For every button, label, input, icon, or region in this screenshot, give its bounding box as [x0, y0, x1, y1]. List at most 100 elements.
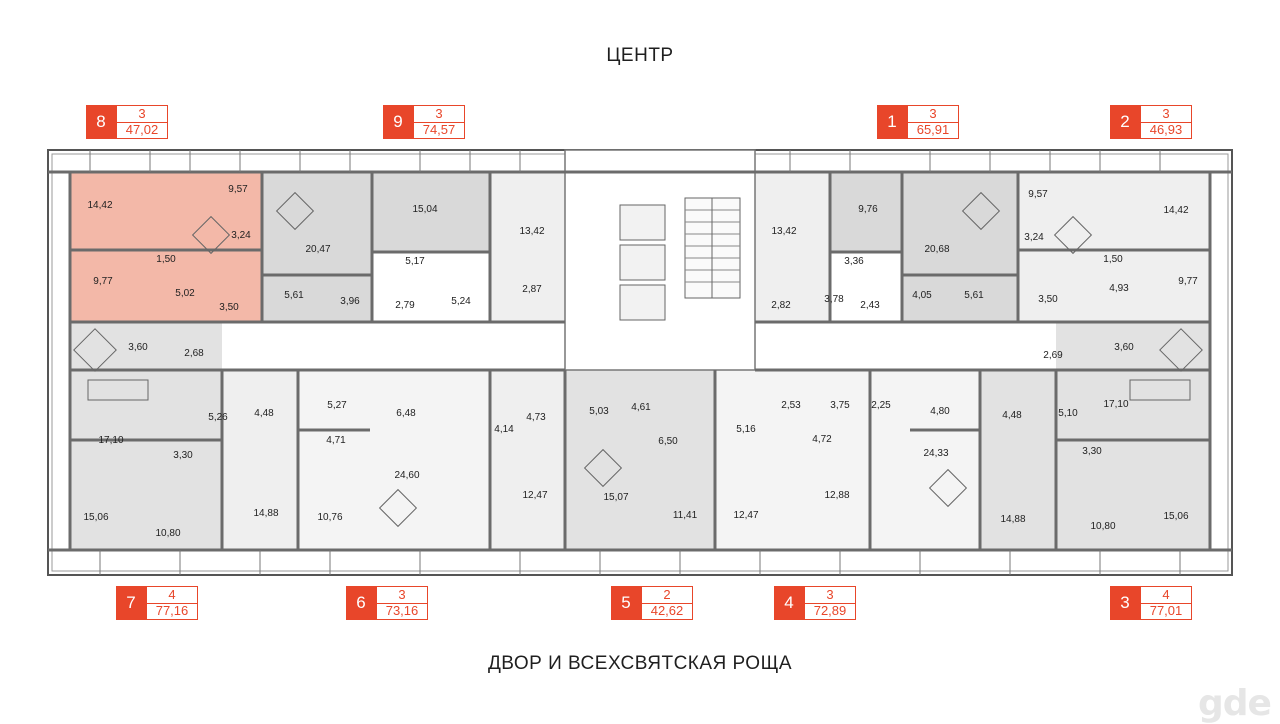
room-area-label: 3,75 — [830, 400, 850, 411]
room-area-label: 3,30 — [1082, 446, 1102, 457]
room-area-label: 2,68 — [184, 348, 204, 359]
apartment-badge-7[interactable]: 7 4 77,16 — [116, 586, 198, 620]
room-area-label: 2,69 — [1043, 350, 1063, 361]
room-area-label: 4,48 — [254, 408, 274, 419]
room-area-label: 5,26 — [208, 412, 228, 423]
apartment-info: 4 77,16 — [146, 586, 198, 620]
room-area-label: 9,77 — [93, 276, 113, 287]
room-area-label: 4,14 — [494, 424, 514, 435]
room-area-label: 2,82 — [771, 300, 791, 311]
room-area-label: 12,47 — [733, 510, 758, 521]
apartment-area: 65,91 — [916, 122, 950, 137]
room-area-label: 24,60 — [394, 470, 419, 481]
apartment-rooms: 2 — [663, 587, 671, 602]
room-area-label: 2,43 — [860, 300, 880, 311]
apartment-badge-6[interactable]: 6 3 73,16 — [346, 586, 428, 620]
room-area-label: 9,57 — [228, 184, 248, 195]
apartment-rooms: 4 — [168, 587, 176, 602]
apartment-area: 77,16 — [155, 603, 189, 618]
furniture — [73, 191, 1203, 528]
room-area-label: 1,50 — [1103, 254, 1123, 265]
room-area-label: 15,06 — [83, 512, 108, 523]
interior-walls — [48, 170, 1232, 552]
bottom-caption: ДВОР И ВСЕХСВЯТСКАЯ РОЩА — [487, 653, 793, 674]
apartment-info: 4 77,01 — [1140, 586, 1192, 620]
apartment-badge-9[interactable]: 9 3 74,57 — [383, 105, 465, 139]
room-area-label: 2,25 — [871, 400, 891, 411]
top-caption: ЦЕНТР — [606, 45, 674, 66]
room-area-label: 1,50 — [156, 254, 176, 265]
room-area-label: 5,10 — [1058, 408, 1078, 419]
apartment-badge-4[interactable]: 4 3 72,89 — [774, 586, 856, 620]
room-area-label: 14,88 — [1000, 514, 1025, 525]
apartment-number: 1 — [877, 105, 907, 139]
room-area-label: 4,73 — [526, 412, 546, 423]
room-area-label: 9,76 — [858, 204, 878, 215]
room-area-label: 3,78 — [824, 294, 844, 305]
room-area-label: 3,50 — [1038, 294, 1058, 305]
apartment-number: 9 — [383, 105, 413, 139]
apartment-info: 3 73,16 — [376, 586, 428, 620]
apartment-badge-3[interactable]: 3 4 77,01 — [1110, 586, 1192, 620]
apartment-area: 73,16 — [385, 603, 419, 618]
room-area-label: 15,04 — [412, 204, 437, 215]
apartment-area: 77,01 — [1149, 603, 1183, 618]
room-area-label: 3,24 — [1024, 232, 1044, 243]
room-area-label: 14,42 — [87, 200, 112, 211]
room-area-label: 13,42 — [771, 226, 796, 237]
room-area-label: 4,93 — [1109, 283, 1129, 294]
room-area-label: 2,79 — [395, 300, 415, 311]
room-labels: 14,429,573,241,509,775,023,5020,4715,041… — [83, 184, 1198, 539]
room-area-label: 5,61 — [964, 290, 984, 301]
room-area-label: 10,80 — [1090, 521, 1115, 532]
room-area-label: 6,48 — [396, 408, 416, 419]
apartment-badge-5[interactable]: 5 2 42,62 — [611, 586, 693, 620]
room-area-label: 12,88 — [824, 490, 849, 501]
apartment-info: 2 42,62 — [641, 586, 693, 620]
room-area-label: 11,41 — [673, 510, 698, 521]
apartment-number: 2 — [1110, 105, 1140, 139]
room-area-label: 15,07 — [603, 492, 628, 503]
room-area-label: 5,27 — [327, 400, 347, 411]
apartment-area: 42,62 — [650, 603, 684, 618]
room-area-label: 9,57 — [1028, 189, 1048, 200]
top-apartments — [70, 172, 1210, 322]
room-area-label: 20,47 — [305, 244, 330, 255]
apartment-area: 72,89 — [813, 603, 847, 618]
room-area-label: 14,88 — [253, 508, 278, 519]
building-core — [564, 149, 756, 371]
room-area-label: 3,36 — [844, 256, 864, 267]
room-area-label: 5,24 — [451, 296, 471, 307]
apartment-info: 3 74,57 — [413, 105, 465, 139]
apartment-rooms: 3 — [1162, 106, 1170, 121]
room-area-label: 9,77 — [1178, 276, 1198, 287]
gde-logo: gde — [1198, 683, 1272, 724]
apartment-number: 7 — [116, 586, 146, 620]
apartment-rooms: 3 — [138, 106, 146, 121]
room-area-label: 3,24 — [231, 230, 251, 241]
room-area-label: 24,33 — [923, 448, 948, 459]
room-area-label: 4,72 — [812, 434, 832, 445]
apartment-badge-2[interactable]: 2 3 46,93 — [1110, 105, 1192, 139]
apartment-number: 8 — [86, 105, 116, 139]
apartment-8-fill[interactable] — [70, 172, 262, 322]
apartment-info: 3 65,91 — [907, 105, 959, 139]
apartment-badge-1[interactable]: 1 3 65,91 — [877, 105, 959, 139]
apartment-number: 6 — [346, 586, 376, 620]
apartment-rooms: 3 — [929, 106, 937, 121]
apartment-area: 74,57 — [422, 122, 456, 137]
apartment-area: 47,02 — [125, 122, 159, 137]
apartment-rooms: 3 — [398, 587, 406, 602]
room-area-label: 4,71 — [326, 435, 346, 446]
room-area-label: 4,61 — [631, 402, 651, 413]
room-area-label: 13,42 — [519, 226, 544, 237]
room-area-label: 5,17 — [405, 256, 425, 267]
apartment-area: 46,93 — [1149, 122, 1183, 137]
apartment-number: 4 — [774, 586, 804, 620]
room-area-label: 3,30 — [173, 450, 193, 461]
apartment-rooms: 3 — [826, 587, 834, 602]
apartment-rooms: 3 — [435, 106, 443, 121]
apartment-number: 5 — [611, 586, 641, 620]
apartment-badge-8[interactable]: 8 3 47,02 — [86, 105, 168, 139]
apartment-rooms: 4 — [1162, 587, 1170, 602]
